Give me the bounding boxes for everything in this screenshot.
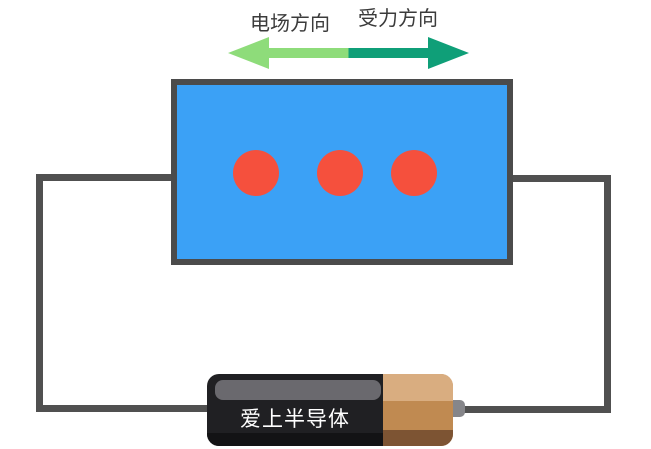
battery: 爱上半导体 — [207, 374, 453, 446]
battery-negative-bottom-shade — [207, 433, 383, 446]
field-arrow-left-icon — [228, 37, 349, 69]
direction-arrow — [228, 37, 469, 69]
battery-positive-highlight — [383, 374, 453, 401]
wire-right-bottom — [460, 406, 611, 413]
wire-left-top — [36, 174, 175, 181]
semiconductor-box — [171, 79, 513, 265]
battery-positive-bottom-shade — [383, 430, 453, 446]
wire-left-vertical — [36, 174, 43, 412]
battery-label: 爱上半导体 — [240, 408, 350, 431]
charge-carrier-dot — [317, 150, 363, 196]
field-direction-label: 电场方向 — [250, 13, 330, 35]
force-arrow-right-icon — [348, 37, 469, 69]
wire-left-bottom — [36, 405, 211, 412]
battery-negative-highlight — [215, 380, 381, 400]
charge-carrier-dot — [233, 150, 279, 196]
wire-right-top — [509, 175, 611, 182]
force-direction-label: 受力方向 — [358, 8, 438, 30]
charge-carrier-dot — [391, 150, 437, 196]
battery-terminal-nub — [451, 400, 465, 417]
wire-right-vertical — [604, 175, 611, 413]
